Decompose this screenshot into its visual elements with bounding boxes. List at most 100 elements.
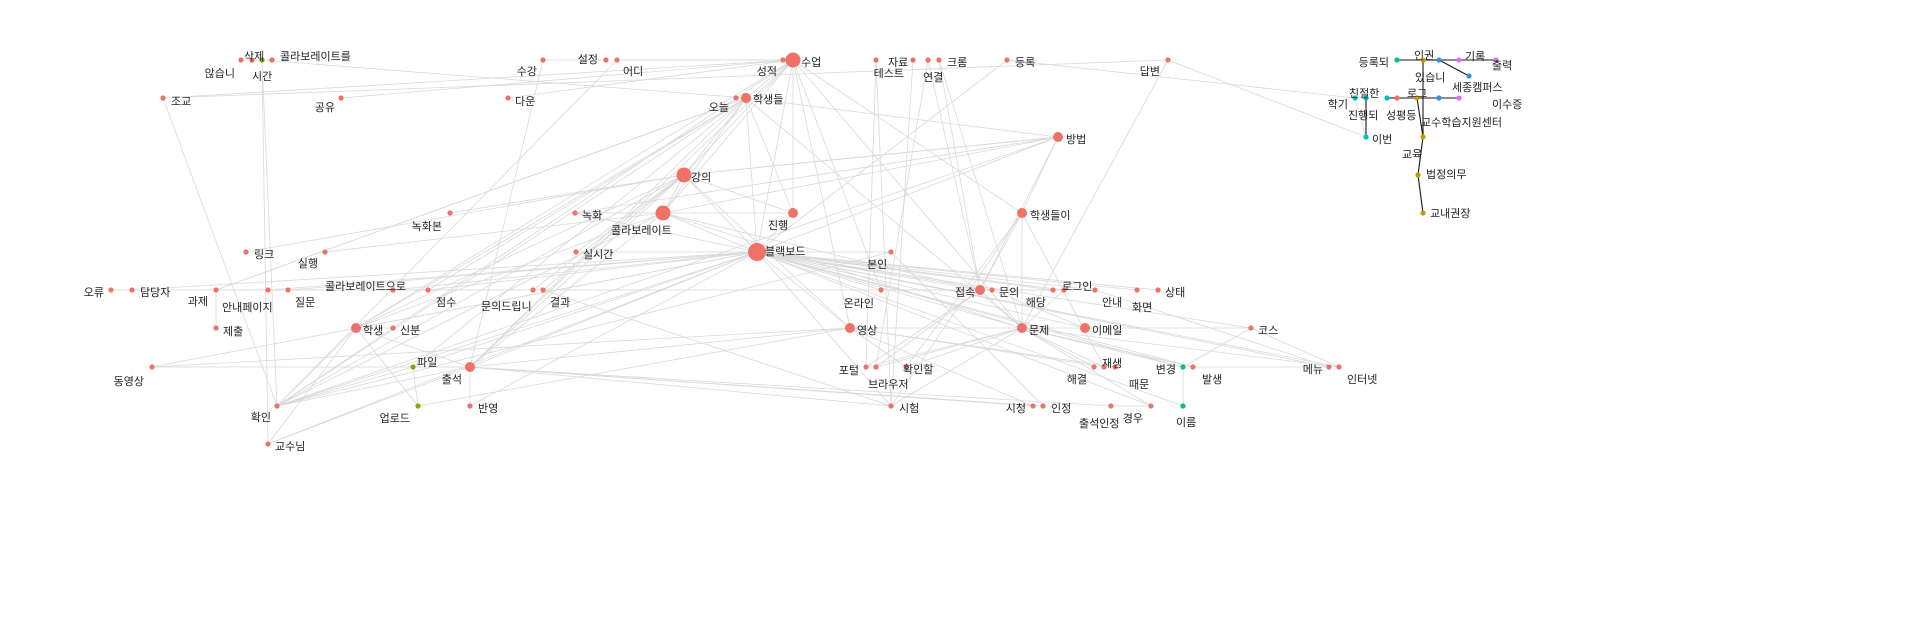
node (925, 57, 931, 63)
node-label: 담당자 (140, 286, 170, 299)
edge (927, 59, 981, 291)
node-label: 오늘 (709, 101, 729, 114)
edge (469, 59, 544, 368)
node (1061, 287, 1067, 293)
edge (1416, 97, 1424, 138)
edge (979, 212, 1023, 291)
node-label: 조교 (171, 95, 191, 108)
node-label: 수업 (801, 56, 821, 69)
node (1363, 95, 1369, 101)
node-label: 교수학습지원센터 (1421, 116, 1502, 129)
node (243, 249, 249, 255)
node (1053, 132, 1063, 142)
node (676, 167, 692, 183)
node (160, 95, 166, 101)
edge (890, 212, 1023, 407)
edge (542, 174, 685, 291)
node-label: 문의 (999, 286, 1019, 299)
edge (276, 97, 747, 407)
node-label: 질문 (295, 296, 315, 309)
node-label: 자료 (888, 56, 908, 69)
node-label: 공유 (315, 101, 335, 114)
edge (745, 59, 794, 99)
edge (1021, 327, 1184, 368)
edge (756, 251, 892, 407)
node (863, 364, 869, 370)
edge (662, 136, 1059, 214)
node-label: 재생 (1102, 357, 1122, 370)
node-label: 안내 (1102, 296, 1122, 309)
node-label: 이수증 (1492, 98, 1522, 111)
node (1415, 172, 1421, 178)
edge (1021, 327, 1152, 407)
node-label: 설정 (578, 53, 598, 66)
edge (745, 97, 794, 214)
edge (267, 327, 357, 445)
node (1363, 134, 1369, 140)
node-label: 온라인 (844, 297, 874, 310)
node-label: 학생 (363, 324, 383, 337)
node (265, 287, 271, 293)
node (1436, 57, 1442, 63)
node (1004, 57, 1010, 63)
node (447, 210, 453, 216)
edge (1021, 327, 1105, 368)
node (1436, 95, 1442, 101)
edge (469, 59, 794, 368)
node (975, 285, 985, 295)
node (1165, 57, 1171, 63)
node-label: 답변 (1140, 65, 1160, 78)
node-label: 다운 (515, 95, 535, 108)
node-label: 콜라보레이트 (611, 224, 672, 237)
node (1420, 57, 1426, 63)
edge (662, 212, 1023, 329)
edge (276, 59, 794, 407)
node (415, 403, 421, 409)
edge (875, 59, 929, 368)
node (845, 323, 855, 333)
node (1456, 57, 1462, 63)
edge (417, 327, 851, 407)
edge (267, 251, 758, 445)
edge (276, 212, 664, 407)
node-label: 연결 (923, 71, 943, 84)
node (213, 325, 219, 331)
edge (683, 174, 851, 329)
edge (392, 251, 758, 291)
node-label: 본인 (867, 258, 887, 271)
edge (756, 251, 1184, 368)
node (1091, 364, 1097, 370)
node (540, 287, 546, 293)
node-label: 등록되 (1359, 56, 1389, 69)
edge (875, 289, 981, 368)
edge (469, 97, 747, 368)
edge (245, 174, 685, 253)
node-label: 인정 (1051, 402, 1071, 415)
edge (1438, 59, 1470, 77)
node-label: 않습니 (205, 67, 235, 80)
edge (469, 366, 1112, 407)
node-label: 방법 (1066, 133, 1086, 146)
node (873, 364, 879, 370)
node (1420, 210, 1426, 216)
node (390, 325, 396, 331)
node (1050, 287, 1056, 293)
node (1414, 95, 1420, 101)
edge (756, 251, 1340, 368)
edge (905, 327, 1023, 368)
node (265, 441, 271, 447)
edge (412, 251, 758, 368)
node-label: 로그인 (1062, 280, 1092, 293)
edge (792, 59, 1023, 329)
edge (1094, 289, 1330, 368)
edge (865, 327, 1023, 368)
node-label: 안내페이지 (222, 301, 273, 314)
node (285, 287, 291, 293)
node (338, 95, 344, 101)
edge (162, 59, 1169, 99)
edge (756, 251, 1152, 407)
node (1112, 364, 1118, 370)
node (1017, 323, 1027, 333)
node (1352, 95, 1358, 101)
